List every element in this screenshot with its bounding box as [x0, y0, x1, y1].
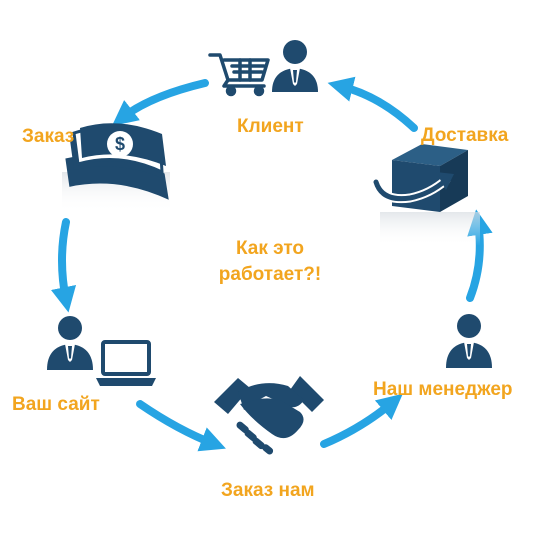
- step-label-manager: Наш менеджер: [373, 379, 513, 400]
- center-question: Как это работает?!: [170, 236, 370, 288]
- step-label-client: Клиент: [237, 116, 304, 137]
- person-icon: [446, 314, 492, 368]
- cycle-arrows: [50, 76, 493, 452]
- step-label-order: Заказ: [22, 126, 75, 147]
- step-label-delivery: Доставка: [421, 125, 509, 146]
- arrow-client-to-order: [111, 79, 209, 126]
- money-icon: $: [62, 123, 170, 212]
- center-question-line1: Как это: [235, 238, 305, 259]
- step-label-order-us: Заказ нам: [221, 480, 315, 501]
- arrow-order-to-website: [50, 218, 77, 313]
- arrow-order-us-to-manager: [320, 393, 403, 448]
- shopping-cart-icon: [208, 53, 270, 97]
- handshake-icon: [214, 376, 324, 455]
- arrow-website-to-order-us: [136, 400, 226, 452]
- person-icon: [272, 40, 318, 92]
- center-question-line2: работает?!: [218, 264, 322, 285]
- person-icon: [47, 316, 93, 370]
- arrow-delivery-to-client: [327, 76, 418, 132]
- step-label-website: Ваш сайт: [12, 394, 100, 415]
- box-arrow-icon: [371, 144, 480, 246]
- svg-text:$: $: [115, 134, 125, 154]
- laptop-icon: [96, 340, 156, 386]
